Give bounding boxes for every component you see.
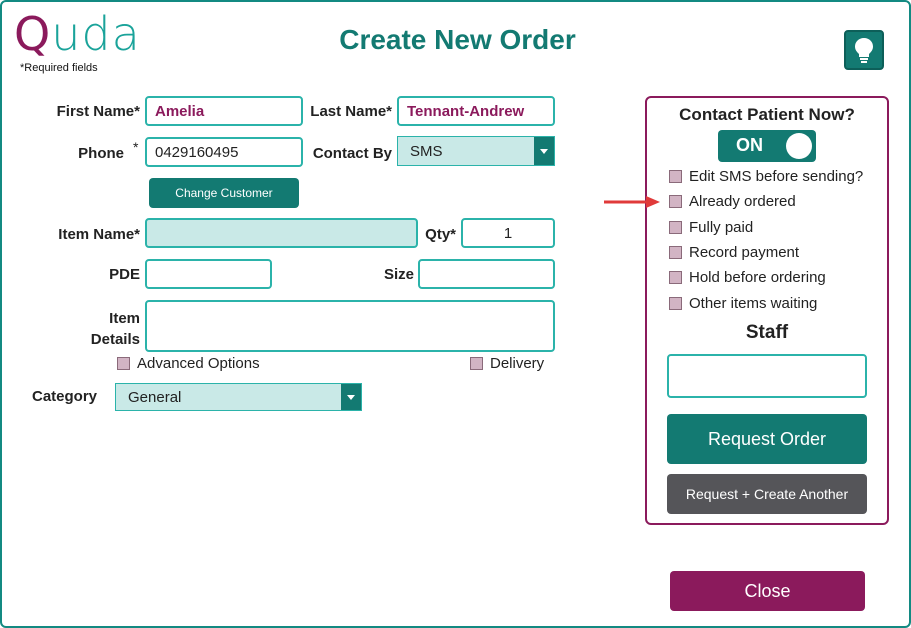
item-details-field[interactable]: [145, 300, 555, 352]
category-value: General: [128, 388, 182, 406]
page-title: Create New Order: [339, 24, 576, 55]
last-name-label: Last Name*: [310, 103, 392, 120]
pde-label: PDE: [109, 266, 140, 283]
first-name-label: First Name*: [56, 103, 140, 120]
contact-patient-toggle[interactable]: ON: [718, 130, 816, 162]
required-fields-note: *Required fields: [20, 62, 98, 74]
item-name-field[interactable]: [145, 218, 418, 248]
toggle-label: ON: [736, 135, 763, 155]
phone-required-star: *: [133, 139, 139, 155]
checkbox-box[interactable]: [117, 357, 130, 370]
item-details-label: Item Details: [90, 310, 140, 348]
contact-patient-heading: Contact Patient Now?: [679, 105, 855, 124]
close-button[interactable]: Close: [670, 571, 865, 611]
advanced-options-checkbox[interactable]: Advanced Options: [117, 355, 260, 372]
category-select[interactable]: General: [115, 383, 362, 411]
red-arrow-indicator-icon: [604, 196, 660, 208]
quda-logo: Quda: [14, 7, 141, 61]
phone-label: Phone: [78, 145, 124, 162]
delivery-checkbox[interactable]: Delivery: [470, 355, 544, 372]
request-create-another-button[interactable]: Request + Create Another: [667, 474, 867, 514]
option-fully-paid[interactable]: Fully paid: [669, 219, 753, 236]
toggle-knob: [786, 133, 812, 159]
size-field[interactable]: [418, 259, 555, 289]
help-button[interactable]: [844, 30, 884, 70]
checkbox-box[interactable]: [669, 195, 682, 208]
qty-field[interactable]: 1: [461, 218, 555, 248]
qty-label: Qty*: [425, 226, 456, 243]
size-label: Size: [383, 266, 414, 283]
category-label: Category: [32, 388, 98, 405]
checkbox-box[interactable]: [470, 357, 483, 370]
contact-by-label: Contact By: [312, 145, 392, 162]
lightbulb-icon: [855, 38, 873, 63]
checkbox-box[interactable]: [669, 221, 682, 234]
change-customer-button[interactable]: Change Customer: [149, 178, 299, 208]
last-name-field[interactable]: Tennant-Andrew: [397, 96, 555, 126]
checkbox-box[interactable]: [669, 297, 682, 310]
staff-field[interactable]: [667, 354, 867, 398]
pde-field[interactable]: [145, 259, 272, 289]
request-order-button[interactable]: Request Order: [667, 414, 867, 464]
option-other-items-waiting[interactable]: Other items waiting: [669, 295, 817, 312]
checkbox-box[interactable]: [669, 271, 682, 284]
phone-field[interactable]: 0429160495: [145, 137, 303, 167]
first-name-field[interactable]: Amelia: [145, 96, 303, 126]
contact-by-value: SMS: [410, 142, 443, 160]
option-record-payment[interactable]: Record payment: [669, 244, 799, 261]
option-edit-sms[interactable]: Edit SMS before sending?: [669, 168, 863, 185]
item-name-label: Item Name*: [58, 226, 140, 243]
dropdown-arrow-icon[interactable]: [534, 137, 554, 165]
option-hold-before-ordering[interactable]: Hold before ordering: [669, 269, 826, 286]
dropdown-arrow-icon[interactable]: [341, 384, 361, 410]
contact-by-select[interactable]: SMS: [397, 136, 555, 166]
checkbox-box[interactable]: [669, 170, 682, 183]
staff-label: Staff: [745, 322, 789, 343]
option-already-ordered[interactable]: Already ordered: [669, 193, 796, 210]
checkbox-box[interactable]: [669, 246, 682, 259]
